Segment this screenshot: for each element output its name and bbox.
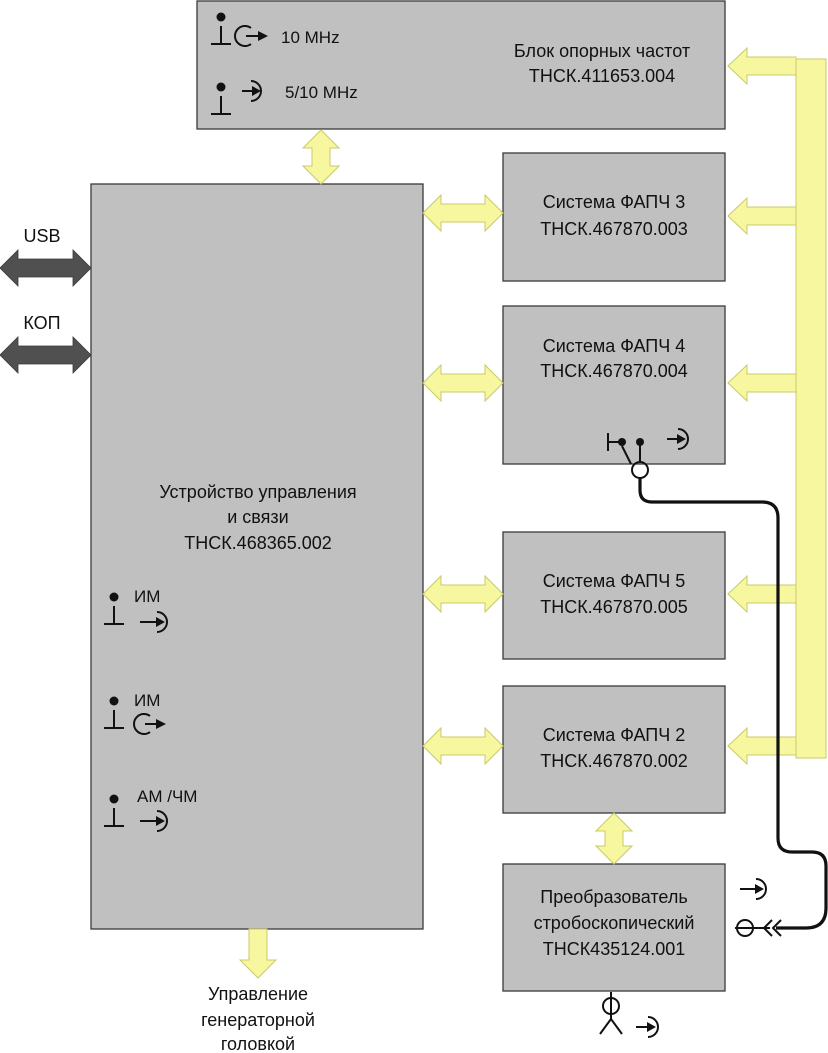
probe-leg-icon [599,1018,612,1035]
coax-chevron-icon [762,919,773,937]
pll3-code: ТНСК.467870.003 [540,219,688,239]
connector-5-10mhz [211,80,262,115]
connector-am-fm-in [104,794,168,832]
bus-arrow-pll5 [727,574,797,614]
link-arrow-reference-control [301,129,341,185]
connector-im-in [104,592,168,633]
converter-block-frame [502,863,726,992]
input-port-arrowhead-icon [156,816,165,826]
connector-dot-icon [216,82,226,92]
label-im-in: ИМ [134,587,160,606]
pll4-block-frame [502,305,726,465]
link-arrow-control-pll4 [422,363,504,403]
input-port-icon [156,810,168,832]
pll4-connector [607,428,689,479]
pll2-code: ТНСК.467870.002 [540,751,688,771]
output-port-icon [234,25,252,47]
switch-dot-icon [618,438,626,446]
reference-block-frame [196,0,726,130]
pll5-title: Система ФАПЧ 5 [543,571,686,591]
converter-subtitle: стробоскопический [534,913,695,933]
reference-code: ТНСК.411653.004 [529,66,675,86]
control-block-frame [90,183,424,930]
converter-input-port [740,878,767,900]
connector-10mhz [211,12,268,47]
pll5-code: ТНСК.467870.005 [540,597,688,617]
pll3-block-frame [502,152,726,282]
bus-arrow-reference [727,46,797,86]
pll3-block: Система ФАПЧ 3 ТНСК.467870.003 [502,152,726,282]
control-title: Устройство управления [159,482,356,502]
label-5-10mhz: 5/10 MHz [285,83,358,102]
label-am-fm: АМ /ЧМ [137,787,197,806]
kop-arrow [0,336,92,374]
switch-arm-icon [621,445,632,465]
coax-cable [638,478,828,930]
output-label-line1: Управление [208,984,308,1004]
pll2-block-frame [502,685,726,814]
connector-dot-icon [109,592,119,602]
connector-im-out [104,696,166,735]
connector-dot-icon [216,12,226,22]
pll4-code: ТНСК.467870.004 [540,361,688,381]
output-arrow-head-control [238,928,278,979]
pll2-title: Система ФАПЧ 2 [543,725,686,745]
connector-dot-icon [109,696,119,706]
input-port-icon [156,611,168,633]
label-10mhz: 10 MHz [281,28,340,47]
link-arrow-control-pll3 [422,193,504,233]
control-code: ТНСК.468365.002 [184,533,332,553]
bus-arrow-pll2 [727,726,797,766]
input-port-arrowhead-icon [647,1022,656,1032]
input-port-arrowhead-icon [677,434,686,444]
link-arrow-control-pll2 [422,726,504,766]
probe-leg-icon [610,1018,623,1035]
input-port-icon [677,428,689,450]
input-port-icon [755,878,767,900]
coax-ring-icon [631,461,649,479]
converter-bottom-connector [599,992,659,1038]
usb-arrow [0,249,92,287]
pll5-block: Система ФАПЧ 5 ТНСК.467870.005 [502,531,726,660]
output-label-line2: генераторной [201,1010,315,1030]
control-subtitle: и связи [227,507,288,527]
connector-dot-icon [109,794,119,804]
bus-arrow-pll4 [727,363,797,403]
input-port-icon [647,1016,659,1038]
bus-arrow-pll3 [727,196,797,236]
output-port-icon [133,713,151,735]
link-arrow-control-pll5 [422,574,504,614]
converter-title: Преобразователь [540,887,687,907]
bus-trunk [795,58,827,759]
kop-label: КОП [23,313,60,333]
reference-title: Блок опорных частот [514,41,690,61]
input-port-arrowhead-icon [755,884,764,894]
output-label-line3: головкой [221,1034,295,1053]
converter-code: ТНСК435124.001 [543,939,686,959]
output-port-arrowhead-icon [156,719,166,729]
input-port-arrowhead-icon [252,86,261,96]
switch-dot-icon [636,438,644,446]
reference-block: Блок опорных частот ТНСК.411653.004 10 M… [196,0,726,130]
pll5-block-frame [502,531,726,660]
pll2-block: Система ФАПЧ 2 ТНСК.467870.002 [502,685,726,814]
pll4-block: Система ФАПЧ 4 ТНСК.467870.004 [502,305,726,479]
converter-block: Преобразователь стробоскопический ТНСК43… [502,863,726,992]
pll4-title: Система ФАПЧ 4 [543,336,686,356]
input-port-arrowhead-icon [156,617,165,627]
label-im-out: ИМ [134,691,160,710]
coax-chevron-icon [771,919,782,937]
usb-label: USB [23,226,60,246]
output-port-arrowhead-icon [258,31,268,41]
coax-ring-icon [602,997,620,1015]
converter-coax-connector [735,919,782,937]
control-block: Устройство управления и связи ТНСК.46836… [90,183,424,930]
link-arrow-pll2-converter [594,812,634,865]
pll3-title: Система ФАПЧ 3 [543,192,686,212]
